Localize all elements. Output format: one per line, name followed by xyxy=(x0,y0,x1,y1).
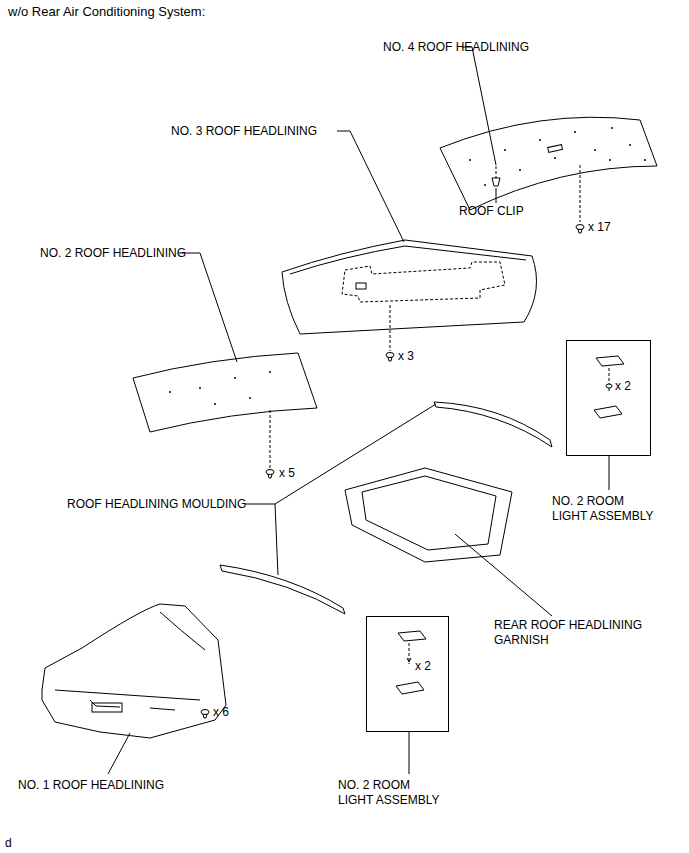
quantity-label: x 2 xyxy=(615,379,631,393)
part-name: NO. 2 ROOM LIGHT ASSEMBLY xyxy=(338,778,442,808)
part-name: NO. 1 ROOF HEADLINING xyxy=(18,778,164,793)
part-name: NO. 4 ROOF HEADLINING xyxy=(383,40,529,55)
inset-box: x 2 xyxy=(366,616,449,732)
part-name: ROOF HEADLINING MOULDING xyxy=(67,497,246,512)
part-name: NO. 2 ROOM LIGHT ASSEMBLY xyxy=(552,494,656,524)
quantity-label: x 6 xyxy=(213,705,229,720)
quantity-label: x 3 xyxy=(398,349,414,364)
diagram-title: w/o Rear Air Conditioning System: xyxy=(8,4,205,19)
quantity-label: x 2 xyxy=(415,659,431,673)
part-name: NO. 3 ROOF HEADLINING xyxy=(171,124,317,139)
part-name: REAR ROOF HEADLINING GARNISH xyxy=(494,618,644,648)
part-name: NO. 2 ROOF HEADLINING xyxy=(40,246,186,261)
part-name: ROOF CLIP xyxy=(459,204,524,219)
inset-box: x 2 xyxy=(566,340,651,456)
quantity-label: x 17 xyxy=(588,220,611,235)
part-name: d xyxy=(5,836,12,851)
quantity-label: x 5 xyxy=(279,466,295,481)
